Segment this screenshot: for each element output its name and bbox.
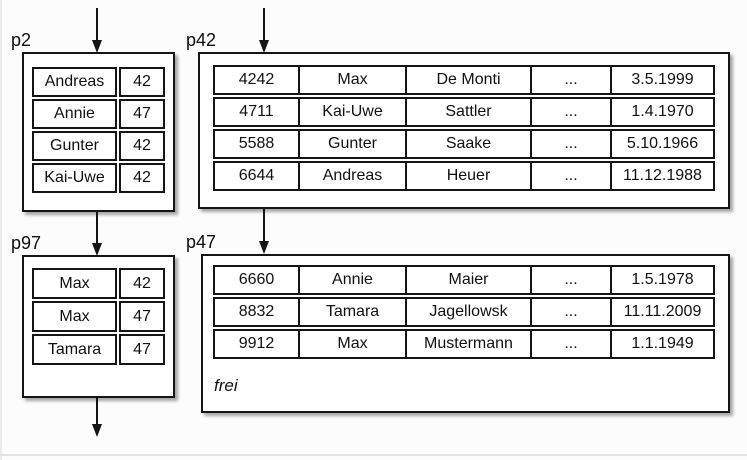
index-table-p2: Andreas 42 Annie 47 Gunter 42 Kai-Uwe 42: [32, 67, 165, 195]
cell-date: 1.4.1970: [610, 99, 713, 125]
cell-date: 1.1.1949: [610, 331, 713, 357]
cell-id: 5588: [238, 135, 275, 152]
cell-key: Tamara: [32, 334, 117, 365]
table-row: Kai-Uwe 42: [32, 163, 165, 193]
cell-ellipsis: ...: [530, 163, 610, 189]
cell-id: 9912: [238, 335, 275, 352]
table-row: Max 42: [32, 268, 165, 299]
cell-page-pointer: 42: [119, 67, 165, 97]
cell-ellipsis: ...: [530, 331, 610, 357]
cell-firstname: Andreas: [298, 163, 405, 189]
cell-page-pointer: 47: [119, 99, 165, 129]
arrow-into-p2-icon: [92, 8, 102, 53]
record-table-p42: 4242 Max De Monti ... 3.5.1999 4711 Kai-…: [213, 65, 715, 193]
cell-lastname: Heuer: [405, 163, 530, 189]
table-row: Tamara 47: [32, 334, 165, 365]
cell-lastname: Jagellowsk: [405, 299, 530, 325]
arrow-into-p42-icon: [259, 8, 269, 53]
cell-id: 4711: [239, 103, 274, 120]
cell-id: 4242: [238, 71, 275, 88]
cell-date: 11.11.2009: [610, 299, 713, 325]
page-label-p47: p47: [186, 232, 217, 252]
table-row: 8832 Tamara Jagellowsk ... 11.11.2009: [213, 297, 715, 327]
cell-lastname: De Monti: [405, 67, 530, 93]
bottom-edge-line: [0, 454, 747, 456]
cell-date: 3.5.1999: [610, 67, 713, 93]
cell-lastname: Mustermann: [405, 331, 530, 357]
cell-ellipsis: ...: [530, 131, 610, 157]
table-row: 4711 Kai-Uwe Sattler ... 1.4.1970: [213, 97, 715, 127]
index-table-p97: Max 42 Max 47 Tamara 47: [32, 268, 165, 367]
cell-page-pointer: 42: [119, 131, 165, 161]
table-row: 5588 Gunter Saake ... 5.10.1966: [213, 129, 715, 159]
cell-ellipsis: ...: [530, 67, 610, 93]
cell-firstname: Kai-Uwe: [298, 99, 405, 125]
arrow-p42-to-p47-icon: [259, 209, 269, 254]
cell-page-pointer: 42: [119, 268, 165, 299]
cell-page-pointer: 47: [119, 334, 165, 365]
cell-page-pointer: 42: [119, 163, 165, 193]
table-row: Annie 47: [32, 99, 165, 129]
table-row: 6644 Andreas Heuer ... 11.12.1988: [213, 161, 715, 191]
left-edge-shade: [0, 0, 2, 460]
cell-lastname: Sattler: [405, 99, 530, 125]
page-label-p97: p97: [11, 233, 42, 253]
free-space-label: frei: [214, 376, 238, 395]
cell-date: 11.12.1988: [610, 163, 713, 189]
cell-key: Gunter: [32, 131, 117, 161]
table-row: 4242 Max De Monti ... 3.5.1999: [213, 65, 715, 95]
cell-ellipsis: ...: [530, 267, 610, 293]
cell-key: Max: [32, 268, 117, 299]
cell-key: Annie: [32, 99, 117, 129]
table-row: Max 47: [32, 301, 165, 332]
cell-lastname: Maier: [405, 267, 530, 293]
table-row: 6660 Annie Maier ... 1.5.1978: [213, 265, 715, 295]
table-row: Gunter 42: [32, 131, 165, 161]
cell-date: 1.5.1978: [610, 267, 713, 293]
cell-key: Kai-Uwe: [32, 163, 117, 193]
table-row: 9912 Max Mustermann ... 1.1.1949: [213, 329, 715, 359]
cell-ellipsis: ...: [530, 99, 610, 125]
table-row: Andreas 42: [32, 67, 165, 97]
arrow-p2-to-p97-icon: [92, 212, 102, 256]
cell-id: 6644: [238, 167, 275, 184]
cell-page-pointer: 47: [119, 301, 165, 332]
cell-lastname: Saake: [405, 131, 530, 157]
arrow-out-of-p97-icon: [92, 397, 102, 437]
cell-key: Max: [32, 301, 117, 332]
cell-key: Andreas: [32, 67, 117, 97]
cell-firstname: Max: [298, 331, 405, 357]
cell-date: 5.10.1966: [610, 131, 713, 157]
cell-firstname: Tamara: [298, 299, 405, 325]
cell-id: 6660: [238, 271, 275, 288]
cell-ellipsis: ...: [530, 299, 610, 325]
page-label-p42: p42: [186, 30, 217, 50]
cell-firstname: Annie: [298, 267, 405, 293]
cell-firstname: Gunter: [298, 131, 405, 157]
cell-firstname: Max: [298, 67, 405, 93]
page-label-p2: p2: [11, 30, 32, 50]
record-table-p47: 6660 Annie Maier ... 1.5.1978 8832 Tamar…: [213, 265, 715, 361]
cell-id: 8832: [238, 303, 275, 320]
